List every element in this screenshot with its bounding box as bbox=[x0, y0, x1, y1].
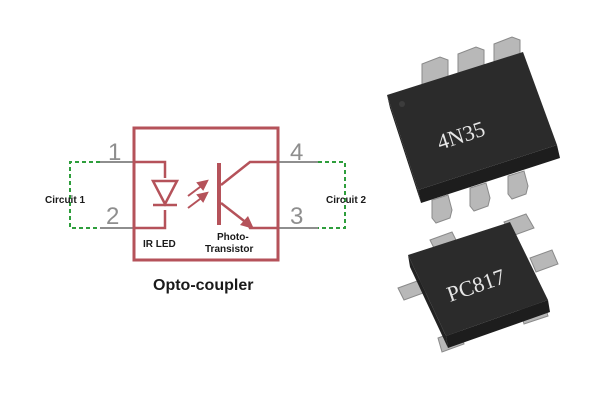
chip-4n35-body-side bbox=[418, 145, 560, 203]
circuit-2-loop bbox=[318, 161, 346, 229]
led-wiring bbox=[134, 160, 167, 230]
chip-pc817: PC817 bbox=[397, 213, 559, 353]
chip-pc817-body-side bbox=[446, 300, 550, 348]
circuit-1-label: Circuit 1 bbox=[45, 195, 85, 206]
emitter-arrow bbox=[240, 216, 254, 229]
light-arrows bbox=[187, 179, 209, 209]
chip-4n35: 4N35 bbox=[387, 36, 560, 224]
circuit-2-label: Circuit 2 bbox=[326, 195, 366, 206]
package-outline bbox=[132, 126, 280, 262]
pin-number-2: 2 bbox=[106, 203, 119, 230]
pin-number-1: 1 bbox=[108, 139, 121, 166]
chip-pc817-body-top bbox=[408, 222, 548, 336]
pin-leads bbox=[100, 161, 318, 229]
circuit-1-loop bbox=[69, 161, 100, 229]
schematic-caption: Opto-coupler bbox=[153, 277, 253, 294]
ir-led-label: IR LED bbox=[143, 239, 176, 250]
optocoupler-schematic: 1 2 3 4 Circuit 1 Circuit 2 IR LED Photo… bbox=[45, 126, 366, 294]
phototransistor-label-line1: Photo- bbox=[217, 232, 249, 243]
pin-number-3: 3 bbox=[290, 203, 303, 230]
chip-4n35-notch bbox=[399, 101, 405, 107]
ir-led-symbol bbox=[150, 179, 180, 207]
pin-number-4: 4 bbox=[290, 139, 303, 166]
chip-4n35-body-top bbox=[387, 52, 557, 190]
chip-4n35-front-pins bbox=[431, 170, 529, 224]
phototransistor-label-line2: Transistor bbox=[205, 244, 253, 255]
